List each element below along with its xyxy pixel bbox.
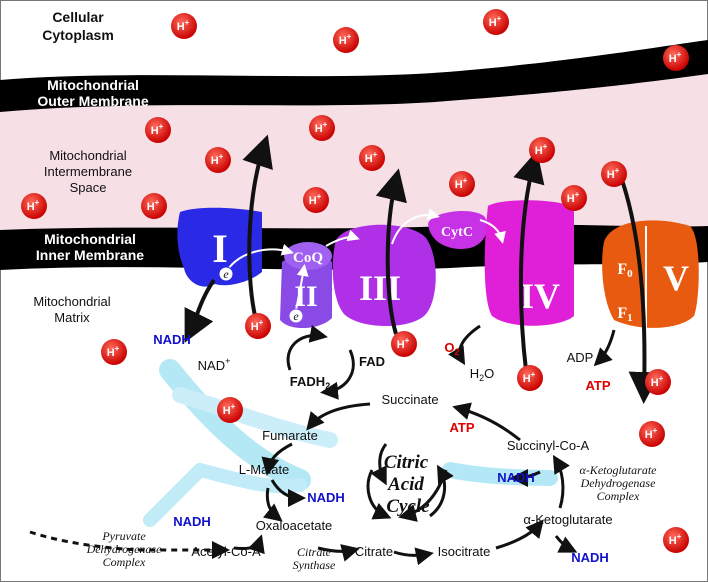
l-malate-label: L-Malate — [239, 462, 290, 477]
proton: H+ — [359, 145, 385, 171]
h2o-label: H2O — [470, 366, 495, 383]
proton: H+ — [333, 27, 359, 53]
nad-plus-label: NAD+ — [198, 356, 231, 373]
proton: H+ — [145, 117, 171, 143]
akg-complex-line1: α-Ketoglutarate — [580, 463, 658, 477]
cytc-label: CytC — [441, 225, 473, 240]
complex-3-label: III — [359, 268, 401, 308]
oxaloacetate-label: Oxaloacetate — [256, 518, 333, 533]
complex-5: F0 F1 V — [602, 220, 699, 334]
succinate-label: Succinate — [381, 392, 438, 407]
proton: H+ — [171, 13, 197, 39]
succinyl-coa-label: Succinyl-Co-A — [507, 438, 590, 453]
nadh-main-label: NADH — [153, 332, 191, 347]
citrate-synthase-line1: Citrate — [297, 545, 332, 559]
pyruvate-complex-line3: Complex — [103, 555, 146, 569]
nadh-malate-label: NADH — [307, 490, 345, 505]
atp-cycle-label: ATP — [449, 420, 474, 435]
cycle-label-line3: Cycle — [386, 496, 430, 517]
intermembrane-label-line1: Mitochondrial — [49, 148, 126, 163]
atp-v-label: ATP — [585, 378, 610, 393]
proton: H+ — [449, 171, 475, 197]
isocitrate-label: Isocitrate — [438, 544, 491, 559]
complex-4: IV — [485, 200, 574, 326]
proton: H+ — [517, 365, 543, 391]
fadh2-label: FADH2 — [290, 374, 330, 391]
pyruvate-complex-line2: Dehydrogenase — [86, 542, 163, 556]
proton: H+ — [245, 313, 271, 339]
proton: H+ — [101, 339, 127, 365]
nadh-isocitrate-label: NADH — [571, 550, 609, 565]
proton: H+ — [21, 193, 47, 219]
proton: H+ — [309, 115, 335, 141]
inner-membrane-label-line1: Mitochondrial — [44, 231, 136, 247]
complex-3: III — [333, 225, 436, 326]
cytoplasm-label-line1: Cellular — [52, 9, 104, 25]
outer-membrane-label-line1: Mitochondrial — [47, 77, 139, 93]
citrate-label: Citrate — [355, 544, 393, 559]
redox-arrows — [288, 326, 614, 392]
proton: H+ — [205, 147, 231, 173]
complex-4-label: IV — [520, 276, 560, 316]
adp-label: ADP — [567, 350, 594, 365]
proton: H+ — [303, 187, 329, 213]
intermembrane-label-line2: Intermembrane — [44, 164, 132, 179]
proton: H+ — [561, 185, 587, 211]
proton: H+ — [663, 527, 689, 553]
intermembrane-label-line3: Space — [70, 180, 107, 195]
proton: H+ — [645, 369, 671, 395]
complex-1-label: I — [212, 226, 228, 271]
nadh-succinyl-label: NADH — [497, 470, 535, 485]
fumarate-label: Fumarate — [262, 428, 318, 443]
proton: H+ — [391, 331, 417, 357]
citrate-synthase-line2: Synthase — [293, 558, 336, 572]
o2-label: O2 — [444, 340, 459, 357]
nadh-flow-streaks — [150, 370, 550, 520]
proton: H+ — [141, 193, 167, 219]
nadh-pyruvate-label: NADH — [173, 514, 211, 529]
complex-5-label: V — [663, 258, 689, 298]
coq-carrier: CoQ — [284, 242, 332, 270]
proton: H+ — [217, 397, 243, 423]
region-labels: Cellular Cytoplasm Mitochondrial Outer M… — [33, 9, 149, 325]
proton: H+ — [663, 45, 689, 71]
cycle-label-line2: Acid — [387, 474, 424, 495]
acetyl-coa-label: Acetyl-Co-A — [191, 544, 261, 559]
matrix-label-line2: Matrix — [54, 310, 90, 325]
fad-label: FAD — [359, 354, 385, 369]
proton: H+ — [639, 421, 665, 447]
akg-complex-line3: Complex — [597, 489, 640, 503]
akg-complex-line2: Dehydrogenase — [580, 476, 657, 490]
electron-label-2: e — [293, 309, 299, 323]
matrix-label-line1: Mitochondrial — [33, 294, 110, 309]
electron-label-1: e — [223, 267, 229, 281]
proton: H+ — [483, 9, 509, 35]
cycle-label-line1: Citric — [384, 452, 429, 473]
pyruvate-complex-line1: Pyruvate — [101, 529, 146, 543]
alpha-ketoglutarate-label: α-Ketoglutarate — [523, 512, 612, 527]
inner-membrane-label-line2: Inner Membrane — [36, 247, 144, 263]
proton: H+ — [601, 161, 627, 187]
proton: H+ — [529, 137, 555, 163]
outer-membrane-label-line2: Outer Membrane — [37, 93, 148, 109]
cytoplasm-label-line2: Cytoplasm — [42, 27, 114, 43]
coq-label: CoQ — [293, 250, 323, 266]
